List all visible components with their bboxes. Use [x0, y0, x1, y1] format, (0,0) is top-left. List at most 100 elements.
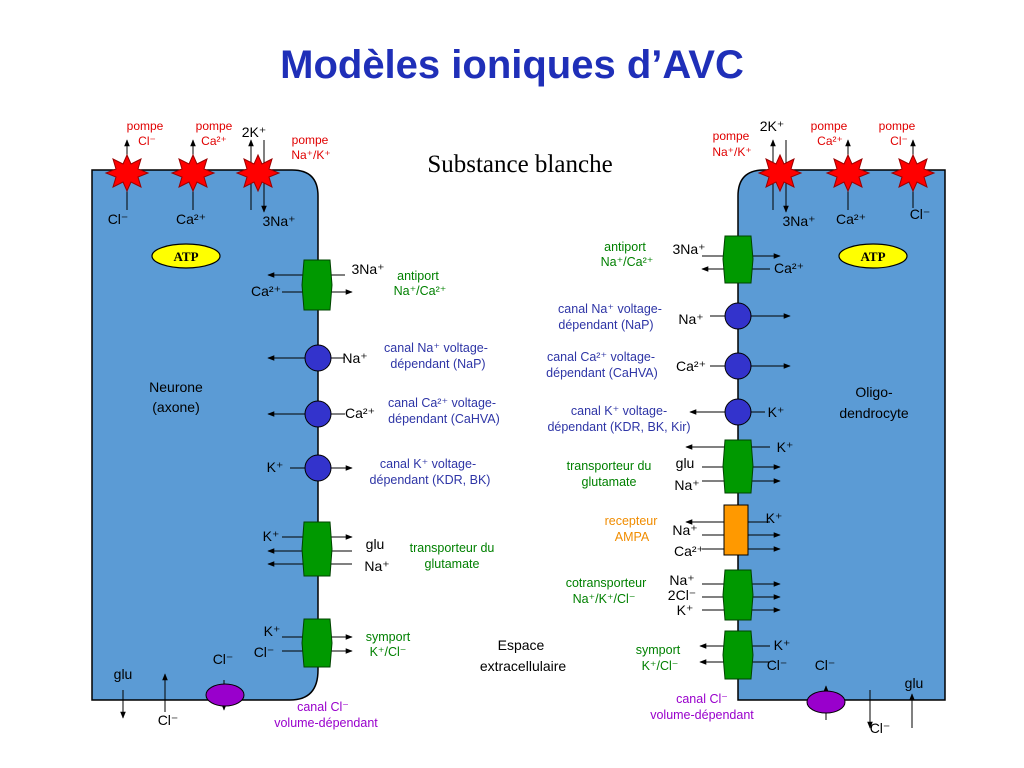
svg-text:canal Ca²⁺ voltage-: canal Ca²⁺ voltage-: [388, 396, 496, 410]
svg-text:Cl⁻: Cl⁻: [213, 651, 234, 667]
svg-text:K⁺: K⁺: [677, 602, 694, 618]
oligodendrocyte-cell-body: [737, 169, 946, 701]
neuron-cell-body: [91, 169, 319, 701]
svg-text:glutamate: glutamate: [582, 475, 637, 489]
exchanger-hexagon: [722, 569, 754, 621]
svg-text:Ca²⁺: Ca²⁺: [251, 283, 281, 299]
svg-text:Cl⁻: Cl⁻: [870, 720, 891, 736]
svg-text:Na⁺: Na⁺: [674, 477, 699, 493]
channel-circle: [304, 400, 332, 428]
svg-text:Cl⁻: Cl⁻: [108, 211, 129, 227]
svg-text:pompe: pompe: [292, 133, 329, 147]
svg-text:pompe: pompe: [127, 119, 164, 133]
svg-text:Na⁺: Na⁺: [672, 522, 697, 538]
pump-burst-icon: [757, 153, 803, 193]
svg-text:Cl⁻: Cl⁻: [815, 657, 836, 673]
svg-text:Ca²⁺: Ca²⁺: [774, 260, 804, 276]
svg-text:Na⁺/Ca²⁺: Na⁺/Ca²⁺: [601, 255, 654, 269]
svg-text:dépendant (CaHVA): dépendant (CaHVA): [388, 412, 500, 426]
oligo-name-line1: Oligo-: [855, 384, 893, 400]
svg-text:glu: glu: [366, 536, 385, 552]
svg-text:canal Ca²⁺ voltage-: canal Ca²⁺ voltage-: [547, 350, 655, 364]
channel-circle: [724, 302, 752, 330]
svg-text:Cl⁻: Cl⁻: [910, 206, 931, 222]
svg-text:K⁺: K⁺: [774, 637, 791, 653]
neuron-name-line2: (axone): [152, 399, 199, 415]
cl-channel-ellipse: [806, 690, 846, 714]
svg-text:dépendant (NaP): dépendant (NaP): [558, 318, 653, 332]
oligo-pump-nak: 2K⁺ pompe Na⁺/K⁺ 3Na⁺: [712, 118, 815, 229]
svg-text:dépendant (KDR, BK, Kir): dépendant (KDR, BK, Kir): [547, 420, 690, 434]
svg-text:Na⁺/K⁺: Na⁺/K⁺: [712, 145, 751, 159]
svg-text:transporteur du: transporteur du: [567, 459, 652, 473]
svg-text:canal Na⁺ voltage-: canal Na⁺ voltage-: [558, 302, 662, 316]
subtitle: Substance blanche: [427, 151, 612, 178]
svg-text:K⁺/Cl⁻: K⁺/Cl⁻: [370, 645, 407, 659]
oligo-pump-cl: pompe Cl⁻ Cl⁻: [879, 119, 936, 222]
exchanger-hexagon: [301, 618, 333, 668]
oligo-channel-k: K⁺ canal K⁺ voltage- dépendant (KDR, BK,…: [547, 398, 785, 434]
channel-circle: [304, 454, 332, 482]
svg-text:AMPA: AMPA: [615, 530, 650, 544]
svg-text:K⁺: K⁺: [766, 510, 783, 526]
exchanger-hexagon: [301, 521, 333, 577]
pump-burst-icon: [890, 153, 936, 193]
svg-text:Ca²⁺: Ca²⁺: [345, 405, 375, 421]
svg-text:Cl⁻: Cl⁻: [767, 657, 788, 673]
extracellular-line2: extracellulaire: [480, 658, 567, 674]
svg-text:K⁺: K⁺: [768, 404, 785, 420]
oligo-antiport: 3Na⁺ Ca²⁺ antiport Na⁺/Ca²⁺: [601, 235, 804, 284]
svg-text:Na⁺: Na⁺: [364, 558, 389, 574]
svg-text:Ca²⁺: Ca²⁺: [836, 211, 866, 227]
svg-text:Cl⁻: Cl⁻: [890, 134, 908, 148]
svg-text:Ca²⁺: Ca²⁺: [676, 358, 706, 374]
svg-text:2K⁺: 2K⁺: [242, 124, 267, 140]
cl-channel-ellipse: [205, 683, 245, 707]
svg-text:dépendant (NaP): dépendant (NaP): [390, 357, 485, 371]
svg-text:Na⁺: Na⁺: [678, 311, 703, 327]
pump-burst-icon: [235, 153, 281, 193]
svg-text:volume-dépendant: volume-dépendant: [274, 716, 378, 730]
svg-text:Na⁺/Ca²⁺: Na⁺/Ca²⁺: [394, 284, 447, 298]
pump-burst-icon: [170, 153, 216, 193]
svg-text:2K⁺: 2K⁺: [760, 118, 785, 134]
svg-text:Na⁺: Na⁺: [342, 350, 367, 366]
oligo-atp: ATP: [838, 243, 908, 269]
svg-text:K⁺: K⁺: [264, 623, 281, 639]
svg-text:volume-dépendant: volume-dépendant: [650, 708, 754, 722]
svg-text:glu: glu: [676, 455, 695, 471]
svg-text:pompe: pompe: [811, 119, 848, 133]
neuron-antiport: 3Na⁺ Ca²⁺ antiport Na⁺/Ca²⁺: [251, 259, 447, 311]
svg-text:Na⁺/K⁺: Na⁺/K⁺: [291, 148, 330, 162]
svg-text:ATP: ATP: [173, 249, 198, 264]
svg-text:antiport: antiport: [397, 269, 439, 283]
svg-text:symport: symport: [366, 630, 411, 644]
neuron-pump-nak: 2K⁺ pompe Na⁺/K⁺ 3Na⁺: [235, 124, 331, 229]
svg-text:Cl⁻: Cl⁻: [158, 712, 179, 728]
svg-text:Ca²⁺: Ca²⁺: [674, 543, 704, 559]
svg-text:canal K⁺ voltage-: canal K⁺ voltage-: [571, 404, 667, 418]
svg-text:canal Cl⁻: canal Cl⁻: [676, 692, 728, 706]
svg-text:cotransporteur: cotransporteur: [566, 576, 647, 590]
svg-text:pompe: pompe: [879, 119, 916, 133]
svg-text:3Na⁺: 3Na⁺: [262, 213, 295, 229]
svg-text:Na⁺: Na⁺: [669, 572, 694, 588]
svg-text:canal Na⁺ voltage-: canal Na⁺ voltage-: [384, 341, 488, 355]
svg-text:Ca²⁺: Ca²⁺: [817, 134, 843, 148]
oligo-ampa-receptor: K⁺ Na⁺ Ca²⁺ recepteur AMPA: [605, 504, 783, 559]
svg-text:3Na⁺: 3Na⁺: [782, 213, 815, 229]
svg-text:dépendant (KDR, BK): dépendant (KDR, BK): [370, 473, 491, 487]
oligo-cotransporter: Na⁺ 2Cl⁻ K⁺ cotransporteur Na⁺/K⁺/Cl⁻: [566, 569, 781, 621]
svg-text:pompe: pompe: [196, 119, 233, 133]
channel-circle: [724, 398, 752, 426]
svg-text:Cl⁻: Cl⁻: [138, 134, 156, 148]
extracellular-line1: Espace: [498, 637, 545, 653]
svg-text:K⁺: K⁺: [777, 439, 794, 455]
svg-text:K⁺: K⁺: [263, 528, 280, 544]
oligo-glutamate-transporter: K⁺ glu Na⁺ transporteur du glutamate: [567, 439, 794, 494]
svg-text:canal Cl⁻: canal Cl⁻: [297, 700, 349, 714]
neuron-channel-ca: Ca²⁺ canal Ca²⁺ voltage- dépendant (CaHV…: [267, 396, 500, 428]
ampa-rect: [723, 504, 749, 556]
svg-text:Ca²⁺: Ca²⁺: [176, 211, 206, 227]
pump-burst-icon: [104, 153, 150, 193]
